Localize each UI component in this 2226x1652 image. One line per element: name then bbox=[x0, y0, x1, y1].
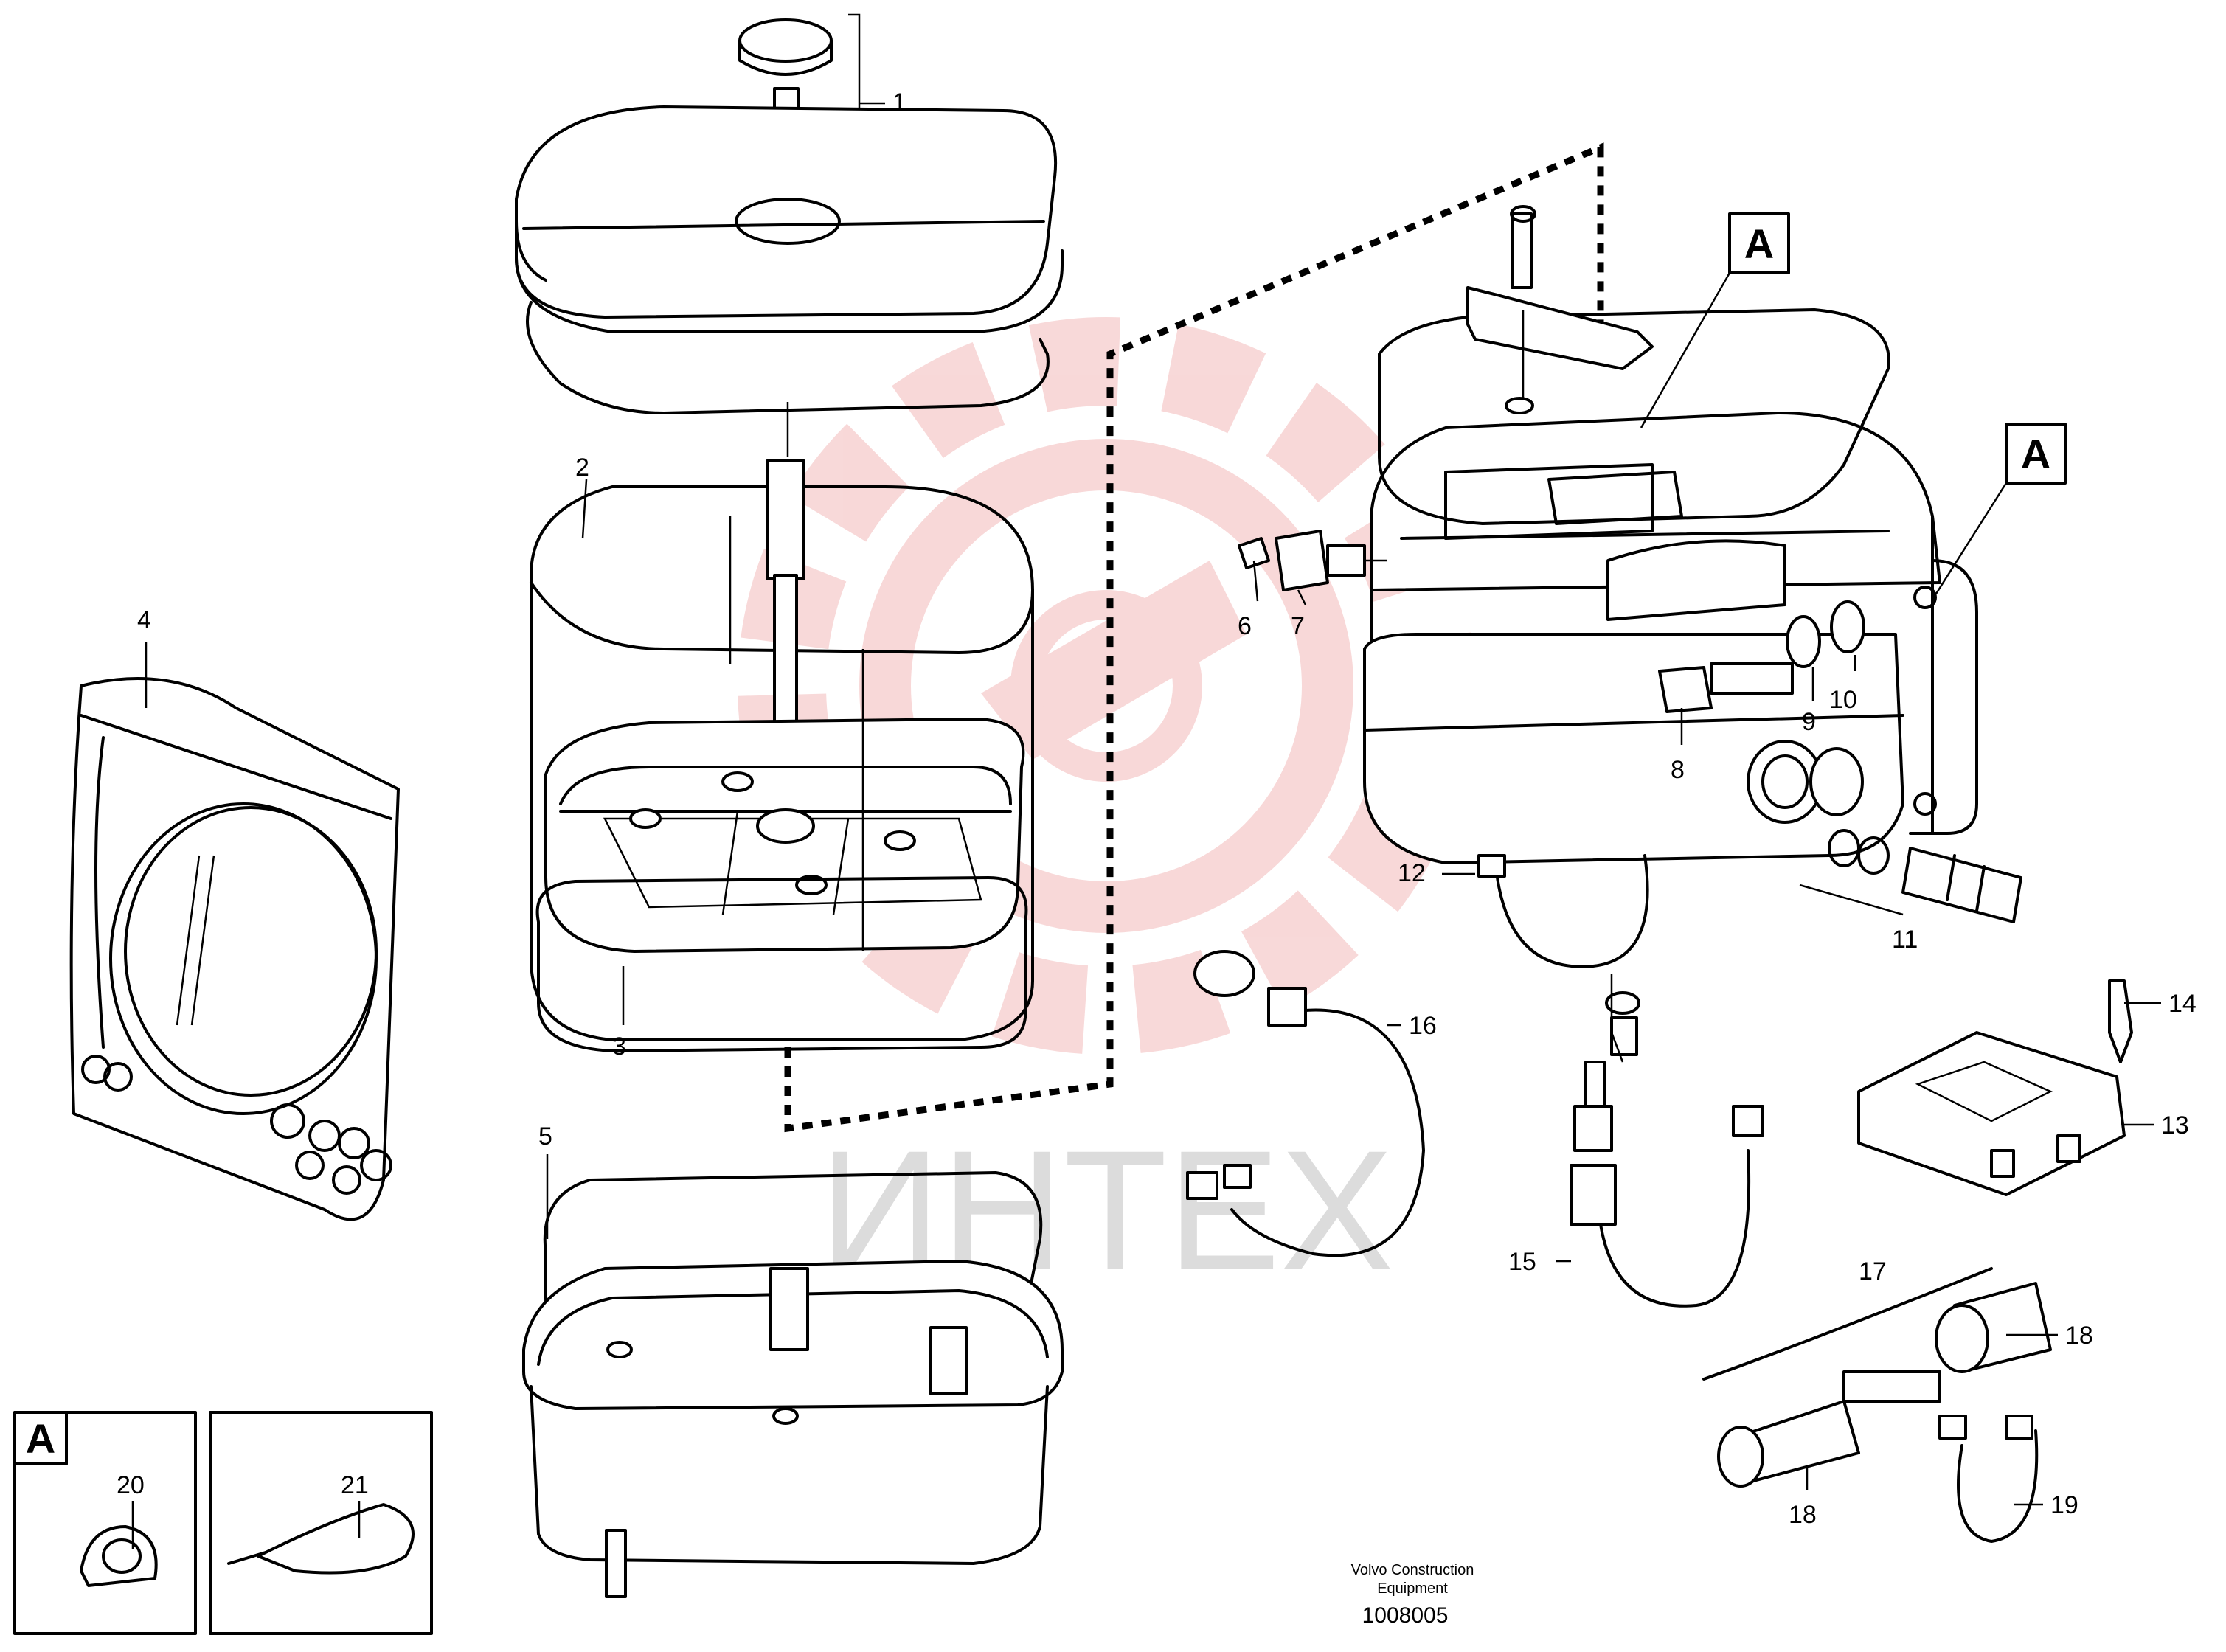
callout-8: 8 bbox=[1671, 756, 1685, 784]
harness-16 bbox=[1186, 950, 1425, 1257]
drawing-caption: Volvo Construction Equipment 1008005 bbox=[1351, 1562, 1474, 1628]
svg-text:A: A bbox=[1744, 221, 1774, 267]
detail-box-20 bbox=[13, 1411, 197, 1635]
seal-kit-bag bbox=[69, 677, 400, 1221]
callout-5: 5 bbox=[538, 1122, 552, 1150]
circuit-board bbox=[1857, 1031, 2126, 1196]
solenoid-valve bbox=[1702, 1267, 2052, 1543]
callout-15: 15 bbox=[1508, 1248, 1536, 1276]
svg-text:A: A bbox=[26, 1415, 55, 1462]
callout-20: 20 bbox=[117, 1471, 145, 1499]
hose-fitting bbox=[1828, 829, 2022, 923]
callout-6: 6 bbox=[1238, 612, 1252, 640]
callout-18a: 18 bbox=[2065, 1322, 2093, 1350]
callout-13: 13 bbox=[2161, 1111, 2189, 1139]
callout-7: 7 bbox=[1291, 612, 1305, 640]
callout-9: 9 bbox=[1802, 708, 1816, 736]
callout-3: 3 bbox=[612, 1032, 626, 1061]
reference-marker-a-side: A bbox=[1935, 423, 2067, 594]
lid-gasket bbox=[526, 301, 1050, 414]
svg-text:A: A bbox=[2021, 431, 2050, 477]
callout-10: 10 bbox=[1829, 686, 1857, 714]
callout-17: 17 bbox=[1859, 1257, 1887, 1285]
callout-18b: 18 bbox=[1789, 1501, 1817, 1529]
callout-14: 14 bbox=[2168, 990, 2196, 1018]
sensor-fitting bbox=[1238, 530, 1387, 591]
drawing-number: 1008005 bbox=[1362, 1603, 1449, 1628]
tank-lid bbox=[515, 105, 1064, 333]
publisher-line-2: Equipment bbox=[1377, 1580, 1448, 1597]
callout-11: 11 bbox=[1892, 926, 1918, 954]
top-clamp bbox=[1466, 205, 1654, 414]
callout-16: 16 bbox=[1409, 1012, 1437, 1040]
publisher-line-1: Volvo Construction bbox=[1351, 1562, 1474, 1578]
assembly-dashed-line bbox=[784, 142, 1604, 1133]
callout-labels: 1 2 3 4 5 6 7 8 9 10 11 12 13 14 15 16 1… bbox=[117, 88, 2196, 1529]
bottom-gasket bbox=[535, 876, 1028, 1052]
callout-12: 12 bbox=[1398, 859, 1426, 887]
callout-4: 4 bbox=[137, 606, 151, 634]
callout-1: 1 bbox=[892, 88, 906, 117]
callout-21: 21 bbox=[341, 1471, 369, 1499]
junction-box bbox=[1363, 412, 1978, 864]
bolt-washers bbox=[1658, 600, 1865, 713]
reference-marker-a-top: A bbox=[1640, 212, 1790, 428]
sensor-cable-15 bbox=[1570, 974, 1764, 1308]
harness-12 bbox=[1477, 854, 1649, 968]
detail-box-21 bbox=[209, 1411, 433, 1635]
leader-lines bbox=[131, 479, 2161, 1549]
box-gasket bbox=[1378, 308, 1890, 525]
callout-19: 19 bbox=[2050, 1491, 2078, 1519]
callout-2: 2 bbox=[575, 454, 589, 482]
reference-marker-a-detail: A bbox=[26, 1415, 55, 1462]
base-tray bbox=[522, 1171, 1064, 1598]
probe-tip bbox=[2108, 979, 2133, 1063]
